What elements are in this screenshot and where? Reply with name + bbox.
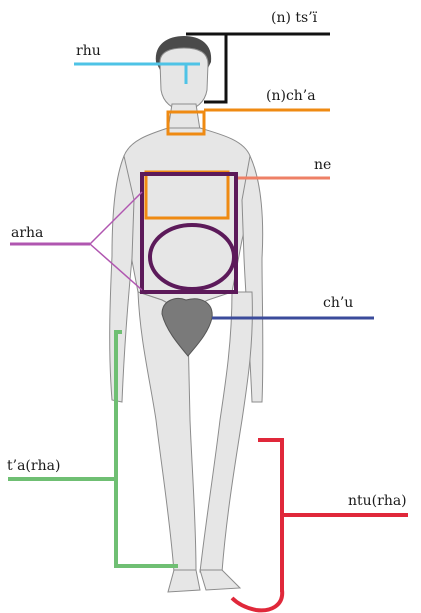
ntu-callout <box>232 440 408 610</box>
neck <box>168 104 200 130</box>
torso <box>120 128 252 312</box>
left-foot <box>168 570 200 592</box>
right-foot <box>200 570 240 590</box>
head <box>160 48 208 110</box>
label-cha: (n)ch’a <box>266 89 316 103</box>
ntu-foot-outline <box>232 590 282 610</box>
label-ntu: ntu(rha) <box>348 494 407 508</box>
right-leg <box>200 292 252 572</box>
label-ne: ne <box>314 158 331 172</box>
ntu-bracket <box>258 440 282 592</box>
label-arha: arha <box>11 226 43 240</box>
label-ta: t’a(rha) <box>7 459 60 473</box>
label-chu: ch’u <box>323 296 353 310</box>
label-tsi: (n) ts’ï <box>271 11 317 25</box>
label-rhu: rhu <box>76 44 101 58</box>
